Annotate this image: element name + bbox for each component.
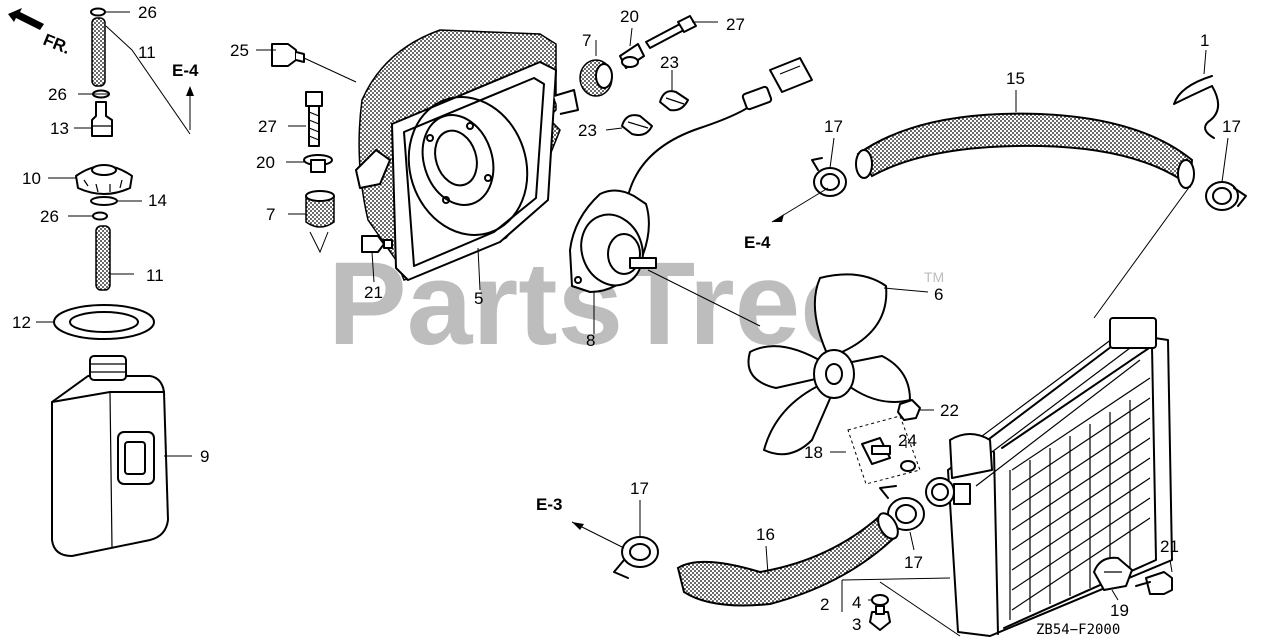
callout-17-lower-right: 17	[904, 553, 923, 572]
callouts: 26 11 26 13 10 14 26 11 12 9 25 27 20 7 …	[12, 3, 1241, 634]
part-9-reservoir-tank	[51, 355, 169, 557]
callout-7-left: 7	[266, 205, 275, 224]
part-27-bolt-top	[645, 15, 697, 49]
part-10-cap	[75, 164, 133, 195]
part-23-clip-upper	[659, 90, 689, 112]
left-leaders	[36, 11, 194, 457]
part-3-drain-bolt	[869, 605, 891, 631]
callout-11-top: 11	[138, 43, 156, 62]
part-14-oring	[90, 196, 118, 206]
callout-15: 15	[1006, 69, 1025, 88]
callout-12: 12	[12, 313, 31, 332]
part-8-fan-motor	[569, 189, 657, 293]
part-17-clamp-upper-right	[1205, 181, 1247, 211]
part-12-gasket	[53, 304, 155, 340]
callout-18: 18	[804, 443, 823, 462]
part-17-clamp-lower-left	[613, 536, 659, 579]
ref-e3: E-3	[536, 495, 562, 514]
callout-26-lower: 26	[40, 207, 59, 226]
part-4-washer	[871, 594, 889, 606]
part-5-fan-shroud	[355, 29, 579, 281]
part-23-clip-lower	[621, 114, 653, 136]
callout-5: 5	[474, 289, 483, 308]
part-11-tube-lower	[95, 225, 111, 291]
callout-24: 24	[898, 431, 917, 450]
callout-11-lower: 11	[146, 266, 164, 285]
part-26-clip-lower	[92, 211, 108, 221]
callout-6: 6	[934, 285, 943, 304]
part-27-bolt-left	[305, 91, 323, 147]
part-15-upper-hose	[855, 112, 1195, 189]
ref-e4-top: E-4	[172, 61, 199, 80]
part-25-bolt	[271, 43, 305, 67]
section-references: E-4 E-4 E-3	[172, 61, 771, 514]
diagram-code: ZB54−F2000	[1036, 622, 1120, 638]
callout-27-top: 27	[726, 15, 745, 34]
front-direction-arrow: FR.	[8, 8, 73, 58]
callout-17-upper-left: 17	[824, 117, 843, 136]
callout-10: 10	[22, 169, 41, 188]
callout-3: 3	[852, 615, 861, 634]
callout-9: 9	[200, 447, 209, 466]
callout-26-top: 26	[138, 3, 157, 22]
callout-13: 13	[50, 119, 69, 138]
callout-17-lower-left: 17	[630, 479, 649, 498]
front-direction-label: FR.	[41, 30, 74, 58]
callout-17-upper-right: 17	[1222, 117, 1241, 136]
callout-4: 4	[852, 593, 861, 612]
callout-20-left: 20	[256, 153, 275, 172]
callout-22: 22	[940, 401, 959, 420]
callout-20-top: 20	[620, 7, 639, 26]
part-20-washer-top	[619, 43, 645, 69]
part-17-clamp-upper-left	[811, 157, 847, 197]
callout-26-middle: 26	[48, 85, 67, 104]
ref-e4-middle: E-4	[744, 233, 771, 252]
part-16-lower-hose	[676, 512, 899, 607]
callout-16: 16	[756, 525, 775, 544]
callout-21-radiator: 21	[1160, 537, 1179, 556]
callout-19: 19	[1110, 601, 1129, 620]
callout-7-top: 7	[582, 31, 591, 50]
fan-motor-wire	[627, 57, 813, 197]
part-22-nut	[897, 399, 921, 421]
callout-2: 2	[820, 595, 829, 614]
part-21-bolt-shroud	[361, 235, 393, 253]
part-19-bracket	[1093, 556, 1133, 591]
callout-leaders	[256, 21, 1229, 637]
part-1-spring-clamp	[1173, 75, 1219, 139]
part-18-thermo-switch	[847, 415, 921, 485]
callout-23-lower: 23	[578, 121, 597, 140]
part-6-fan	[747, 273, 911, 456]
callout-14: 14	[148, 191, 167, 210]
callout-8: 8	[586, 331, 595, 350]
part-7-grommet-left	[305, 190, 335, 228]
callout-23-upper: 23	[660, 53, 679, 72]
watermark-tm: TM	[924, 269, 944, 285]
callout-25: 25	[230, 41, 249, 60]
part-11-tube-top	[91, 17, 106, 87]
callout-1: 1	[1200, 31, 1209, 50]
radiator	[925, 317, 1173, 637]
part-26-clip-top	[90, 7, 106, 17]
part-24-oring	[900, 460, 916, 472]
part-13-nozzle	[91, 101, 113, 137]
part-7-grommet-top	[579, 59, 613, 97]
callout-21-shroud: 21	[364, 283, 383, 302]
part-21-bolt-radiator	[1135, 571, 1173, 595]
part-20-washer-left	[303, 154, 333, 173]
callout-27-left: 27	[258, 117, 277, 136]
